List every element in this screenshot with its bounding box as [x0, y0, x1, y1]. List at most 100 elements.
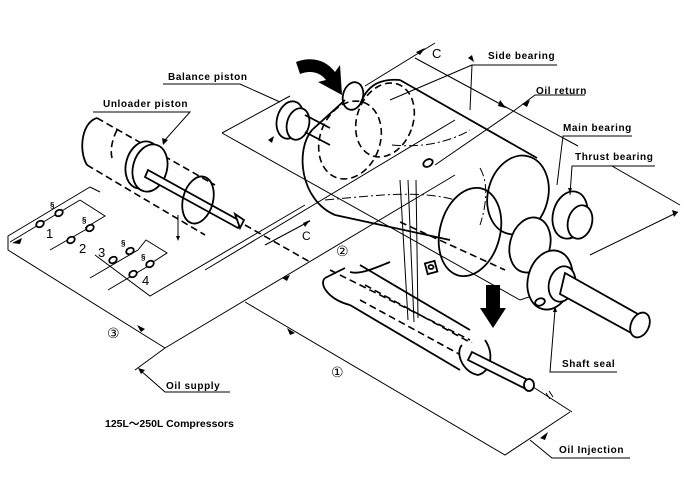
nozzle-tip: [523, 378, 535, 392]
rotor-shaft-ring: [341, 81, 365, 111]
oil-supply-piping: [7, 119, 573, 456]
section-line: [264, 220, 311, 246]
dimension-line: [611, 165, 681, 206]
leader-shaft-seal: [549, 309, 617, 373]
leader-arrow: [553, 306, 557, 312]
section-label-c-top: C: [432, 46, 442, 61]
cylinder-front-ring: [181, 175, 215, 225]
housing-top-arc: [359, 78, 401, 106]
valve-body: [128, 269, 138, 279]
leader-main-bearing: [556, 135, 632, 186]
valve-pipe: [137, 239, 168, 265]
section-marker-middle: C: [264, 220, 311, 246]
label-side-bearing: Side bearing: [488, 51, 555, 62]
slide-valve-top-edge: [359, 264, 471, 331]
leader-arrow: [568, 188, 572, 193]
label-oil-return: Oil return: [536, 86, 587, 97]
flow-arrow: [176, 236, 180, 241]
valve-label-1: 1: [46, 226, 53, 241]
drive-shaft-end: [629, 311, 651, 339]
section-label-c-middle: C: [302, 229, 311, 243]
solenoid-valve-4[interactable]: § 4: [128, 253, 155, 288]
diagram-caption: 125L〜250L Compressors: [105, 418, 234, 430]
slide-valve-front: [322, 277, 351, 306]
rotor-outline: [354, 82, 416, 158]
housing-edge: [311, 99, 346, 131]
rotor-axis: [399, 221, 506, 271]
port-fitting: [423, 259, 439, 276]
leader-thrust-bearing: [569, 165, 655, 196]
line-3-pipe: [7, 186, 166, 349]
leader-side-bearing-2: [389, 64, 473, 101]
line-marker-3: ③: [107, 326, 120, 342]
valve-label-4: 4: [142, 273, 149, 288]
cylinder-wall: [86, 164, 206, 236]
slide-valve-hidden: [359, 299, 471, 361]
label-oil-supply: Oil supply: [166, 381, 220, 392]
balance-piston-shaft: [304, 131, 331, 146]
coil-icon: §: [82, 216, 87, 225]
connection-dashed: [244, 224, 311, 263]
solenoid-valve-group: § 1 § 2 § 3 § 4: [9, 199, 168, 291]
valve-body: [125, 246, 135, 256]
flow-arrow: [268, 136, 274, 143]
connection-dashed: [329, 269, 471, 341]
valve-body: [108, 255, 118, 265]
cylinder-inner: [110, 129, 118, 159]
drain-port: [534, 297, 546, 307]
housing-top-edge: [399, 79, 538, 159]
unloader-piston-rod: [143, 168, 244, 230]
label-main-bearing: Main bearing: [563, 123, 632, 134]
valve-pipe: [107, 264, 151, 291]
oil-port: [422, 158, 434, 168]
solenoid-valve-1[interactable]: § 1: [35, 201, 64, 241]
dimension-arrow: [672, 210, 678, 217]
valve-body: [85, 223, 95, 233]
leader-arrow: [162, 138, 168, 145]
discharge-housing: [486, 154, 550, 236]
solenoid-valve-2[interactable]: § 2: [66, 216, 95, 256]
base-plate-edge: [221, 95, 291, 134]
centerline: [391, 129, 471, 147]
label-unloader-piston: Unloader piston: [103, 99, 188, 110]
dimension-arrow: [498, 100, 506, 108]
line-marker-1: ①: [331, 365, 344, 381]
valve-return-pipe: [94, 204, 306, 297]
solenoid-valve-3[interactable]: § 3: [98, 239, 135, 265]
rotation-arrow-icon: [296, 59, 342, 95]
line-marker-2: ②: [336, 244, 349, 260]
valve-pipe: [9, 199, 81, 243]
tick-mark: [545, 392, 551, 400]
rod-tip: [233, 211, 246, 231]
discharge-housing-lower: [437, 186, 503, 278]
flow-arrow: [540, 432, 548, 440]
rotor-outline: [317, 100, 383, 180]
valve-body: [35, 219, 45, 229]
line-2-pipe: [204, 119, 456, 271]
leader-lines: [93, 55, 681, 459]
centerline: [479, 167, 487, 226]
slide-valve-edge: [324, 267, 346, 279]
valve-label-3: 3: [98, 245, 105, 260]
valve-body: [66, 235, 76, 245]
thrust-bearing-inner: [566, 204, 594, 240]
leader-unloader-piston: [93, 111, 192, 141]
component-labels: Balance piston Unloader piston Side bear…: [103, 51, 653, 456]
oil-pipe-vertical: [399, 179, 409, 321]
leader-oil-injection: [529, 439, 630, 459]
valve-body: [145, 259, 155, 269]
port-hole: [427, 264, 435, 270]
leader-arrow: [138, 368, 145, 374]
tick-mark: [548, 390, 554, 398]
valve-label-2: 2: [79, 241, 86, 256]
shaft-end-assembly: [508, 190, 651, 339]
line-number-markers: ① ② ③: [107, 244, 349, 381]
flow-arrow: [137, 325, 145, 332]
compressor-body: [221, 78, 551, 301]
cylinder-end: [81, 117, 98, 166]
flow-arrow: [12, 238, 22, 244]
coil-icon: §: [121, 239, 126, 248]
balance-piston-hub: [285, 107, 311, 141]
slide-valve-bottom: [349, 304, 461, 371]
